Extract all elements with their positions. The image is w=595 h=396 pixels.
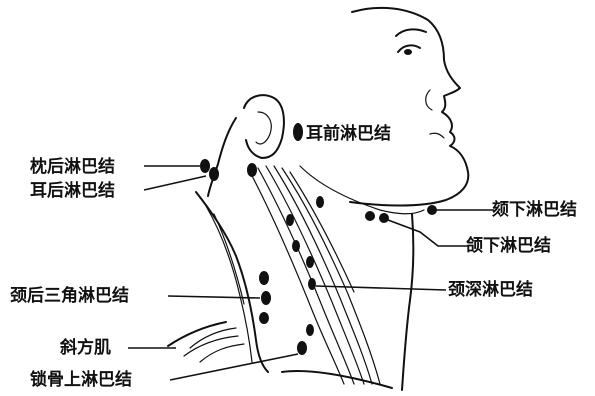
ear-inner bbox=[256, 112, 271, 144]
label-posterior-triangle-nodes: 颈后三角淋巴结 bbox=[10, 286, 129, 306]
clavicle-outline bbox=[282, 371, 392, 388]
node-posterior-1 bbox=[259, 271, 269, 285]
node-posterior-3 bbox=[259, 312, 269, 324]
node-deep-1 bbox=[316, 196, 324, 208]
node-deep-4 bbox=[306, 256, 314, 268]
label-trapezius: 斜方肌 bbox=[60, 338, 111, 358]
label-preauricular-nodes: 耳前淋巴结 bbox=[306, 124, 391, 144]
node-posterior-2 bbox=[261, 291, 271, 305]
node-deep-3 bbox=[292, 240, 300, 252]
node-submandibular-2 bbox=[379, 213, 389, 223]
ear-outline bbox=[244, 95, 284, 158]
node-deep-2 bbox=[286, 214, 294, 226]
label-submental-nodes: 颏下淋巴结 bbox=[492, 200, 577, 220]
sternocleidomastoid-fibers bbox=[250, 166, 380, 384]
eye-pupil bbox=[404, 49, 412, 55]
node-deep-5 bbox=[308, 278, 316, 290]
node-submandibular-1 bbox=[365, 211, 375, 221]
lymph-nodes bbox=[200, 123, 437, 355]
node-occipital-1 bbox=[200, 159, 210, 173]
neck-front-outline bbox=[402, 214, 413, 390]
eyebrow bbox=[396, 29, 426, 36]
back-of-head bbox=[208, 118, 236, 196]
label-submandibular-nodes: 颌下淋巴结 bbox=[466, 236, 551, 256]
neck-back-outline bbox=[196, 192, 268, 372]
node-submental bbox=[427, 205, 437, 215]
leader-lines bbox=[128, 166, 494, 380]
node-preauricular bbox=[293, 123, 303, 141]
face-profile-outline bbox=[350, 8, 468, 206]
label-supraclavicular-nodes: 锁骨上淋巴结 bbox=[30, 370, 132, 390]
label-occipital-nodes: 枕后淋巴结 bbox=[30, 157, 115, 177]
mouth-corner bbox=[430, 133, 444, 138]
node-postauricular bbox=[247, 163, 257, 177]
cheek-line bbox=[426, 90, 432, 110]
label-postauricular-nodes: 耳后淋巴结 bbox=[30, 181, 115, 201]
label-deep-cervical-nodes: 颈深淋巴结 bbox=[448, 280, 533, 300]
node-supraclavicular bbox=[297, 341, 307, 355]
node-deep-6 bbox=[306, 324, 314, 336]
trapezius-fibers bbox=[184, 206, 252, 362]
node-occipital-2 bbox=[209, 167, 219, 181]
